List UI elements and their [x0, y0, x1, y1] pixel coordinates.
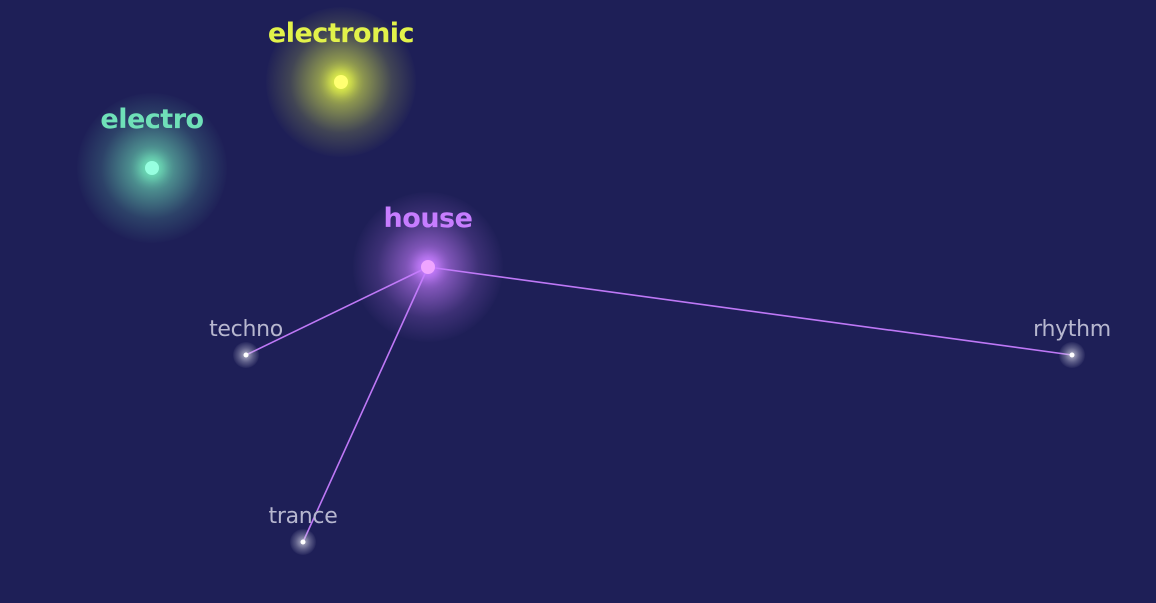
node-label-techno: techno	[209, 317, 283, 342]
link-house-rhythm	[427, 266, 1073, 356]
node-core	[1069, 352, 1075, 358]
node-core	[421, 260, 435, 274]
node-core	[243, 352, 249, 358]
node-core	[145, 161, 159, 175]
node-label-rhythm: rhythm	[1033, 317, 1111, 342]
node-label-trance: trance	[268, 504, 338, 529]
node-label-electronic: electronic	[267, 18, 415, 49]
node-label-house: house	[383, 203, 473, 234]
node-core	[334, 75, 348, 89]
node-label-electro: electro	[100, 104, 204, 135]
node-core	[300, 539, 306, 545]
